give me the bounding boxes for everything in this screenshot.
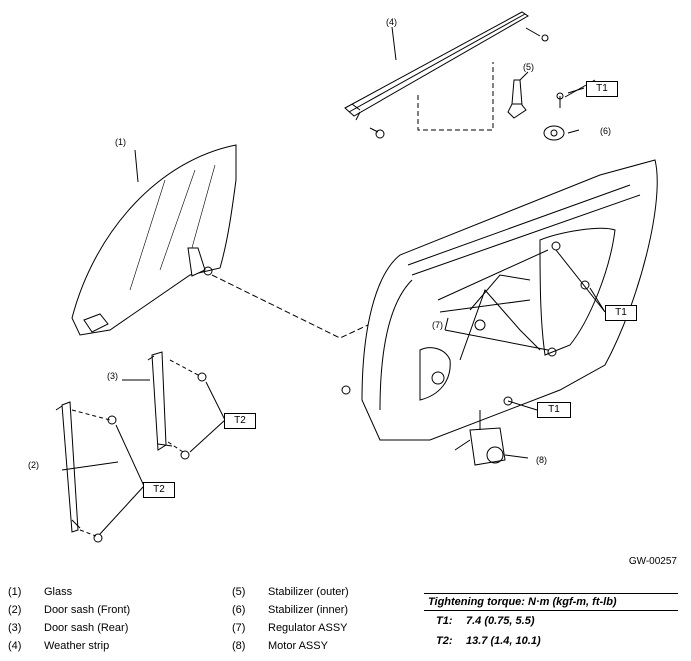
door-sash-rear-part [147,351,226,460]
legend-label: Door sash (Rear) [44,622,129,634]
legend-number: (2) [8,604,22,616]
callout-6: (6) [600,126,611,136]
legend-item: (2) Door sash (Front) [8,601,130,619]
legend-item: (5) Stabilizer (outer) [232,583,349,601]
torque-row-t2: T2: 13.7 (1.4, 10.1) [424,631,678,651]
legend-number: (1) [8,586,22,598]
legend-item: (6) Stabilizer (inner) [232,601,349,619]
torque-tag-t2: T2 [143,482,175,498]
callout-5: (5) [523,62,534,72]
torque-label: T2: [436,635,453,647]
legend-label: Weather strip [44,640,110,652]
motor-assy-part [454,410,506,466]
callout-4: (4) [386,17,397,27]
legend-number: (5) [232,586,246,598]
torque-tag-t1: T1 [586,81,618,97]
legend-item: (4) Weather strip [8,637,130,655]
legend-number: (7) [232,622,246,634]
door-sash-front-part [55,401,145,543]
legend-number: (8) [232,640,246,652]
legend-label: Stabilizer (outer) [268,586,349,598]
legend-item: (1) Glass [8,583,130,601]
weather-strip-part [344,11,549,139]
door-panel-part [361,159,658,441]
legend-label: Glass [44,586,73,598]
regulator-assy-part [419,241,590,401]
torque-tag-t1: T1 [537,402,571,418]
legend-label: Motor ASSY [268,640,328,652]
legend-label: Door sash (Front) [44,604,131,616]
callout-3: (3) [107,371,118,381]
figure-id: GW-00257 [628,556,677,567]
torque-table: Tightening torque: N·m (kgf-m, ft-lb) T1… [424,593,678,651]
torque-table-heading: Tightening torque: N·m (kgf-m, ft-lb) [424,593,678,611]
legend-left: (1) Glass (2) Door sash (Front) (3) Door sa… [8,583,130,655]
callout-8: (8) [536,455,547,465]
glass-part [71,144,237,336]
torque-value: 7.4 (0.75, 5.5) [466,615,535,627]
stabilizer-outer-part [507,79,527,119]
torque-label: T1: [436,615,453,627]
torque-value: 13.7 (1.4, 10.1) [466,635,541,647]
callout-1: (1) [115,137,126,147]
legend-item: (8) Motor ASSY [232,637,349,655]
torque-tag-t1: T1 [605,305,637,321]
callout-7: (7) [432,320,443,330]
legend-number: (4) [8,640,22,652]
legend-item: (3) Door sash (Rear) [8,619,130,637]
exploded-door-diagram [55,11,658,543]
callout-2: (2) [28,460,39,470]
legend-label: Stabilizer (inner) [268,604,349,616]
legend-item: (7) Regulator ASSY [232,619,349,637]
torque-tag-t2: T2 [224,413,256,429]
stabilizer-inner-part [543,87,585,141]
legend-number: (3) [8,622,22,634]
legend-number: (6) [232,604,246,616]
torque-row-t1: T1: 7.4 (0.75, 5.5) [424,611,678,631]
legend-label: Regulator ASSY [268,622,348,634]
legend-right: (5) Stabilizer (outer) (6) Stabilizer (inn… [232,583,349,655]
